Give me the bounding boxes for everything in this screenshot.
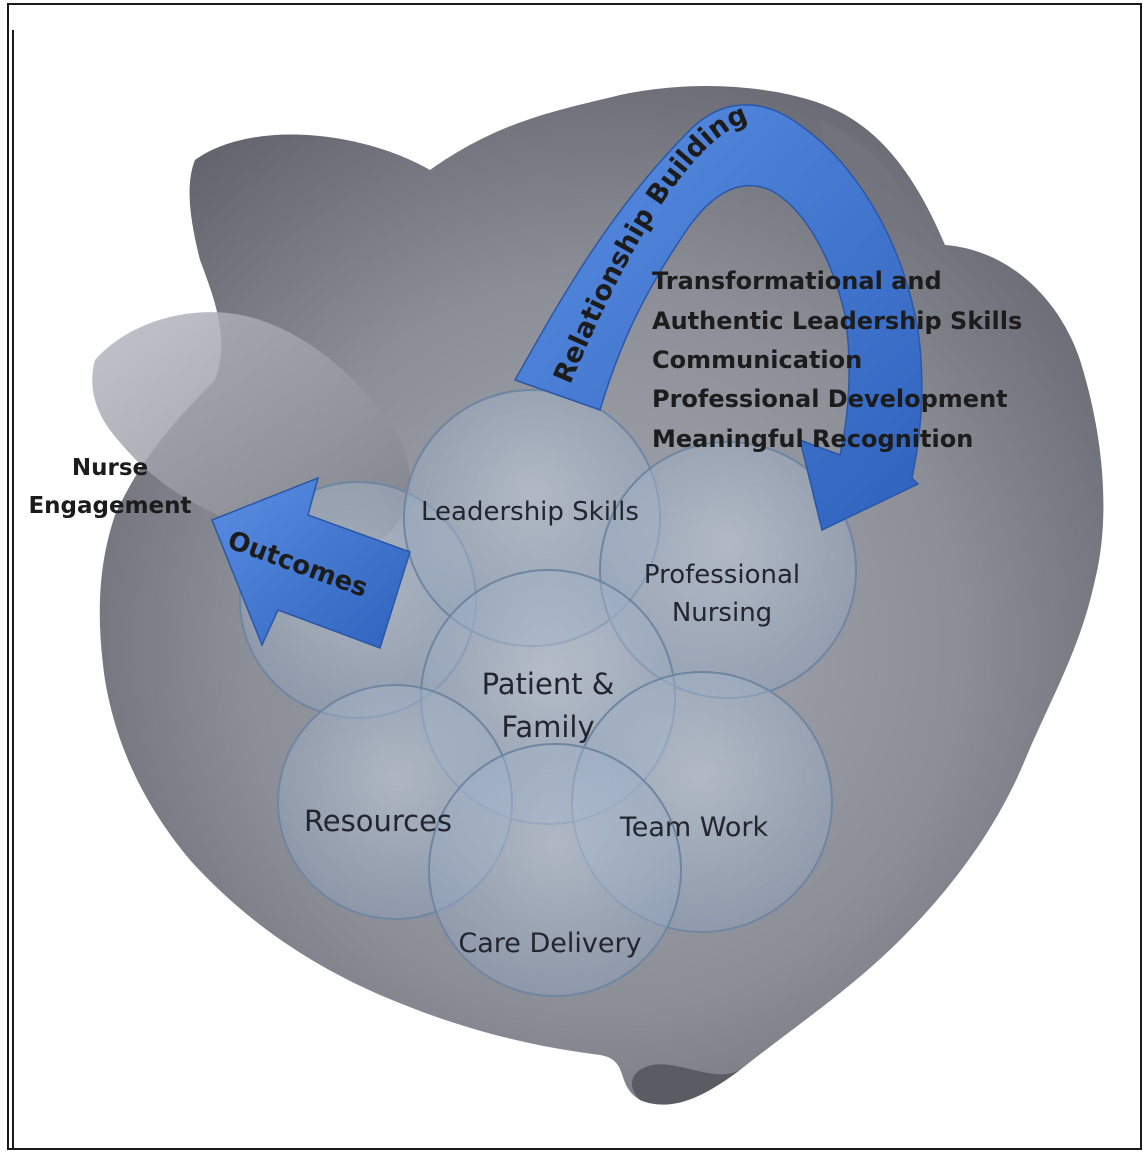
relationship-item: Professional Development (652, 385, 1008, 413)
care-delivery-label: Care Delivery (458, 928, 641, 959)
resources-label: Resources (304, 804, 452, 838)
patient-family-label-line1: Patient & (482, 667, 615, 701)
patient-family-label-line2: Family (501, 710, 594, 744)
leadership-skills-label: Leadership Skills (421, 497, 639, 527)
relationship-item: Transformational and (652, 267, 942, 295)
team-work-label: Team Work (619, 812, 769, 843)
professional-nursing-label-line2: Nursing (672, 598, 772, 628)
nurse-engagement-line2: Engagement (28, 493, 191, 519)
nurse-engagement-line1: Nurse (72, 455, 148, 481)
relationship-item: Authentic Leadership Skills (652, 307, 1022, 335)
relationship-item: Communication (652, 346, 862, 374)
professional-nursing-label-line1: Professional (644, 560, 800, 590)
relationship-item: Meaningful Recognition (652, 425, 973, 453)
